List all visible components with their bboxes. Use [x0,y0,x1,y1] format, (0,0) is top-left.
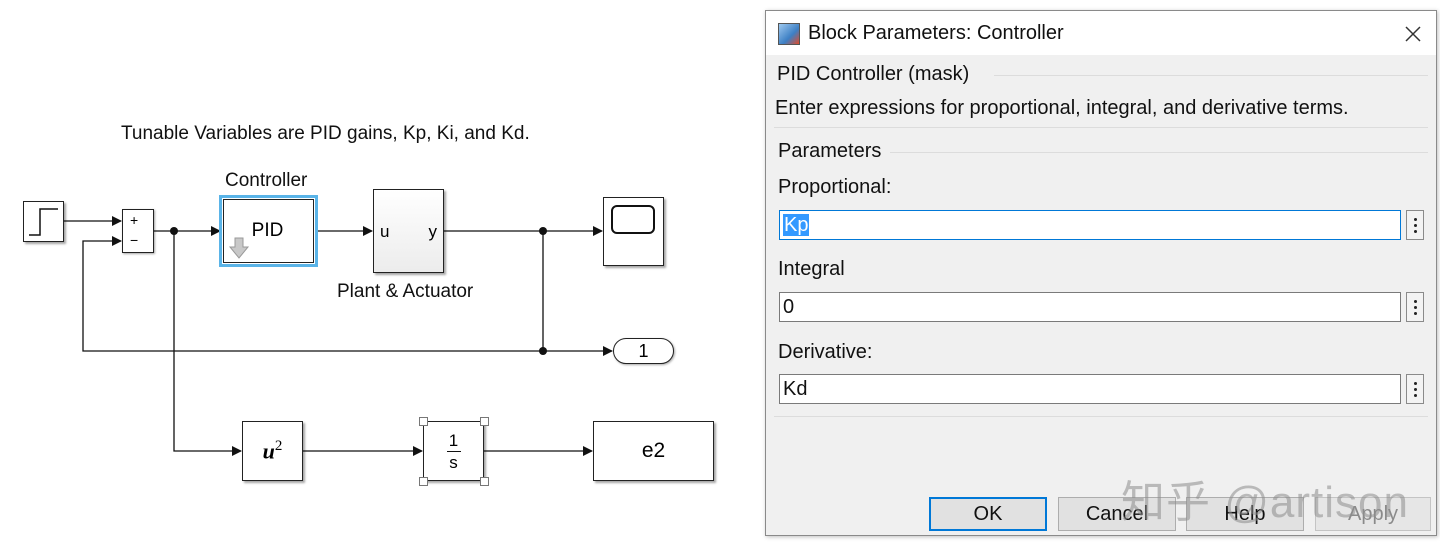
close-button[interactable] [1396,17,1430,51]
proportional-field[interactable]: Kp [779,210,1401,240]
proportional-more-options-button[interactable] [1406,210,1424,240]
plant-input-port-label: u [380,222,390,241]
sum-block[interactable]: + − [122,209,154,253]
wire-error-to-square [173,231,242,456]
to-workspace-block[interactable]: e2 [593,421,714,481]
integral-label: Integral [778,258,845,280]
parameters-group-label: Parameters [778,140,882,162]
ok-button[interactable]: OK [929,497,1047,531]
mask-header-rule [994,75,1428,76]
dialog-title: Block Parameters: Controller [808,22,1064,44]
parameters-group-rule [890,152,1428,153]
integral-value: 0 [783,296,795,318]
integrator-fraction: 1 s [424,431,483,472]
derivative-field[interactable]: Kd [779,374,1401,404]
outport-number: 1 [638,340,649,361]
integrator-fraction-bar [446,451,461,452]
integral-field[interactable]: 0 [779,292,1401,322]
proportional-label: Proportional: [778,176,892,198]
branch-point-feedback [539,347,547,355]
block-parameters-dialog: Block Parameters: Controller PID Control… [765,10,1437,536]
step-block[interactable] [23,201,64,242]
scope-screen-icon [611,205,655,234]
help-button[interactable]: Help [1186,497,1304,531]
selection-handle[interactable] [480,417,489,426]
pid-block-selection [219,195,318,267]
integrator-block[interactable]: 1 s [423,421,484,481]
close-icon [1405,26,1421,42]
derivative-label: Derivative: [778,341,873,363]
plant-output-port-label: y [428,222,438,241]
sum-plus-sign: + [130,212,139,228]
branch-point-error [170,227,178,235]
sum-minus-sign: − [130,232,139,248]
wire-feedback [82,236,543,352]
integral-more-options-button[interactable] [1406,292,1424,322]
tuning-arrow-icon [228,237,250,259]
description-divider [774,127,1428,128]
mask-description: Enter expressions for proportional, inte… [775,97,1349,119]
branch-point-output [539,227,547,235]
selection-handle[interactable] [419,417,428,426]
square-base: u [262,438,275,464]
mask-header: PID Controller (mask) [777,63,970,85]
workspace-variable-name: e2 [641,439,666,462]
integrator-denominator: s [449,453,458,472]
dialog-title-bar[interactable]: Block Parameters: Controller [766,11,1436,55]
derivative-value: Kd [783,378,808,400]
apply-button[interactable]: Apply [1315,497,1431,531]
pid-block-text: PID [251,220,284,241]
simulink-diagram: Tunable Variables are PID gains, Kp, Ki,… [23,123,714,486]
selection-handle[interactable] [419,477,428,486]
outport-1-block[interactable]: 1 [613,338,674,364]
parameters-bottom-rule [774,416,1428,417]
watermark: 知乎 @artison [1121,478,1409,527]
square-math: u2 [263,438,283,464]
plant-block[interactable]: u y [373,189,444,273]
integrator-numerator: 1 [448,431,459,450]
derivative-more-options-button[interactable] [1406,374,1424,404]
plant-label: Plant & Actuator [337,281,474,302]
cancel-button[interactable]: Cancel [1058,497,1176,531]
proportional-value: Kp [783,214,810,236]
step-icon [29,208,58,236]
square-block[interactable]: u2 [242,421,303,481]
pid-controller-block[interactable]: PID [223,199,314,263]
controller-label: Controller [225,170,308,191]
simulink-app-icon [778,23,800,45]
square-exponent: 2 [274,437,283,454]
scope-block[interactable] [603,197,664,266]
selection-handle[interactable] [480,477,489,486]
diagram-caption: Tunable Variables are PID gains, Kp, Ki,… [121,123,530,144]
signal-lines [64,216,613,456]
